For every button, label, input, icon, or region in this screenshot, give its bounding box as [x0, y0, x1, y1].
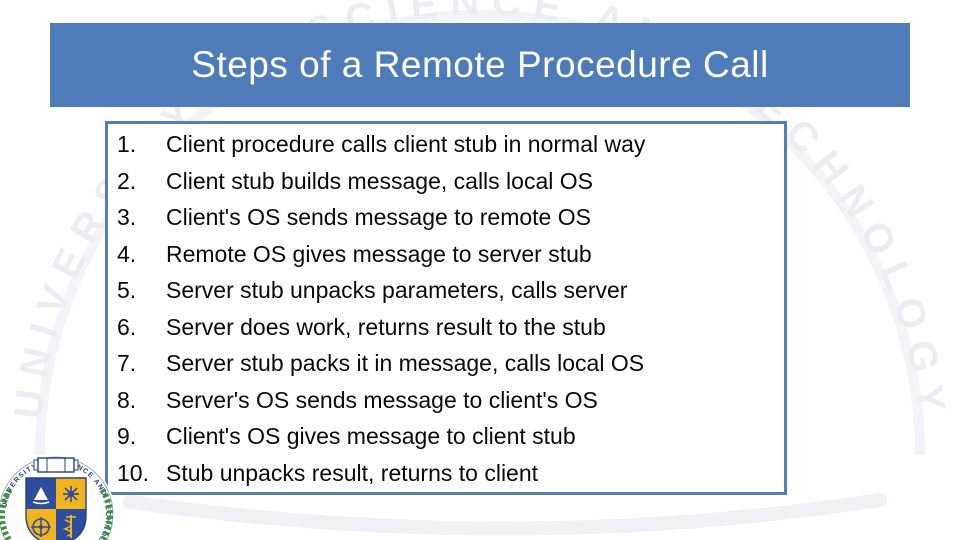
caduceus-emblem-icon [62, 515, 76, 538]
list-item: 10. Stub unpacks result, returns to clie… [117, 455, 776, 492]
step-number: 9. [117, 423, 137, 449]
list-item: 2. Client stub builds message, calls loc… [117, 163, 776, 200]
list-item: 9. Client's OS gives message to client s… [117, 418, 776, 455]
title-bar: Steps of a Remote Procedure Call [50, 23, 910, 107]
list-item: 8. Server's OS sends message to client's… [117, 382, 776, 419]
step-number: 2. [117, 167, 137, 194]
step-text: Client's OS gives message to client stub [166, 423, 576, 449]
step-number: 10. [117, 459, 149, 486]
list-item: 5. Server stub unpacks parameters, calls… [117, 272, 776, 309]
step-number: 7. [117, 350, 137, 376]
step-text: Server stub unpacks parameters, calls se… [166, 277, 628, 303]
step-number: 4. [117, 240, 137, 267]
step-text: Remote OS gives message to server stub [166, 240, 592, 267]
list-item: 7. Server stub packs it in message, call… [117, 345, 776, 382]
list-item: 1. Client procedure calls client stub in… [117, 126, 776, 163]
step-text: Client procedure calls client stub in no… [166, 131, 646, 157]
step-text: Server's OS sends message to client's OS [166, 386, 598, 413]
laurel-right-icon [98, 486, 113, 540]
step-number: 5. [117, 277, 137, 303]
page-title: Steps of a Remote Procedure Call [191, 44, 769, 85]
step-number: 3. [117, 204, 137, 230]
compass-emblem-icon [31, 517, 51, 537]
list-item: 4. Remote OS gives message to server stu… [117, 236, 776, 273]
step-text: Server does work, returns result to the … [166, 313, 606, 340]
step-number: 8. [117, 386, 137, 413]
sail-emblem-icon [34, 487, 48, 500]
list-item: 6. Server does work, returns result to t… [117, 309, 776, 346]
content-box: 1. Client procedure calls client stub in… [105, 121, 787, 495]
watermark-outer-ring [35, 10, 925, 456]
steps-list: 1. Client procedure calls client stub in… [117, 126, 776, 491]
list-item: 3. Client's OS sends message to remote O… [117, 199, 776, 236]
laurel-left-icon [0, 486, 14, 540]
watermark-bottom-arc [123, 493, 887, 536]
step-text: Stub unpacks result, returns to client [166, 459, 539, 486]
starburst-emblem-icon [63, 486, 79, 502]
step-text: Server stub packs it in message, calls l… [166, 350, 645, 376]
logo-outer-ring [0, 456, 114, 540]
shield-icon [25, 477, 87, 540]
scroll-icon [33, 457, 79, 473]
university-logo: UNIVERSITY OF SCIENCE AND TECHNOLOGY [0, 455, 115, 540]
step-number: 1. [117, 131, 137, 157]
step-text: Client's OS sends message to remote OS [166, 204, 591, 230]
step-text: Client stub builds message, calls local … [166, 167, 593, 194]
step-number: 6. [117, 313, 137, 340]
